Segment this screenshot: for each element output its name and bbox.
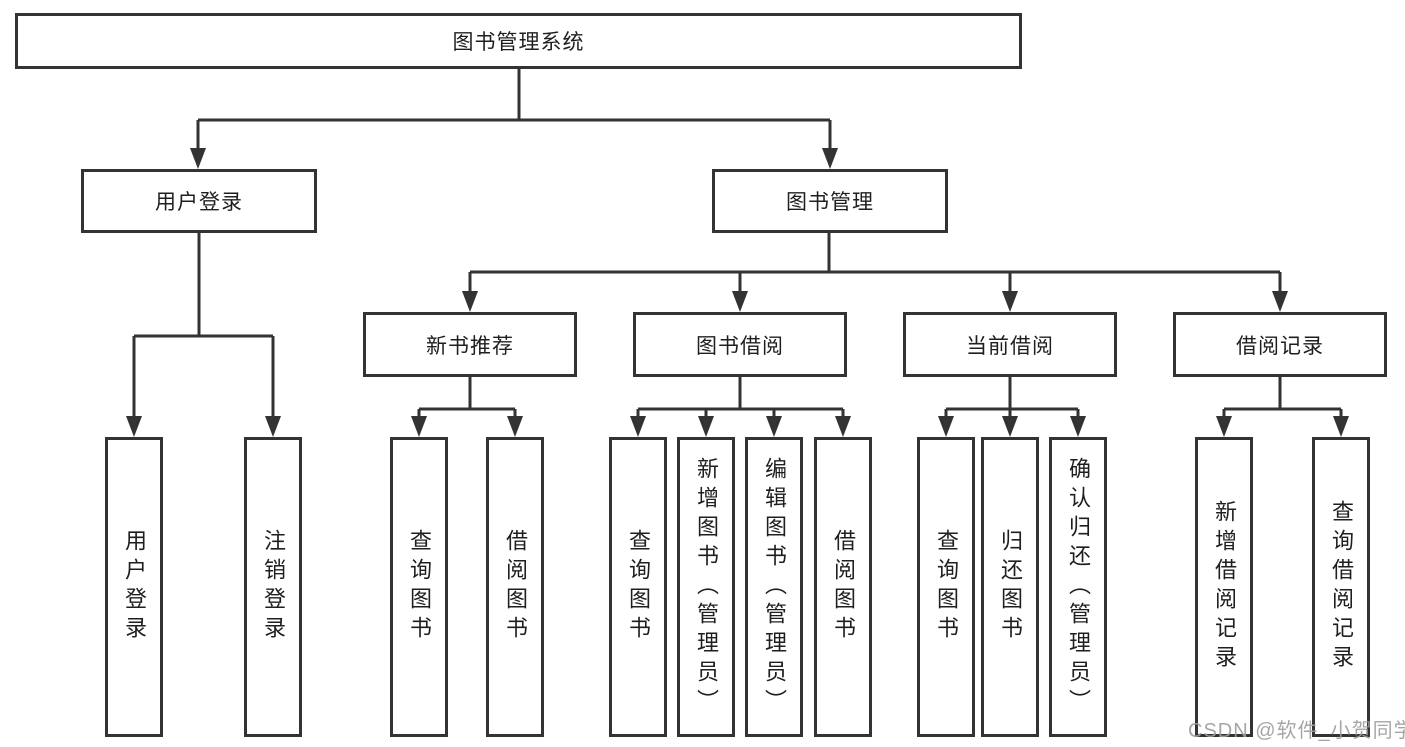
connector-borrow-record-to-leaves bbox=[1222, 377, 1343, 418]
node-book-borrowing-label: 图书借阅 bbox=[696, 334, 784, 358]
connector-book-borrow-to-leaves bbox=[636, 377, 845, 418]
connector-current-borrow-to-leaves bbox=[944, 377, 1080, 418]
connector-book-mgmt-to-sections bbox=[468, 233, 1282, 293]
arrowheads-book-borrow-to-leaves bbox=[630, 416, 851, 437]
connector-root-to-branches bbox=[196, 69, 832, 150]
node-leaf-return-books-label: 归还图书 bbox=[998, 529, 1023, 645]
arrowheads-book-mgmt-to-sections bbox=[462, 291, 1288, 312]
node-borrowing-records: 借阅记录 bbox=[1173, 312, 1387, 377]
node-leaf-add-books-admin: 新增图书（管理员） bbox=[677, 437, 735, 737]
node-root-label: 图书管理系统 bbox=[452, 31, 585, 54]
node-new-book-recommend-label: 新书推荐 bbox=[426, 334, 514, 358]
arrowheads-root-to-branches bbox=[190, 148, 838, 169]
node-leaf-logout: 注销登录 bbox=[244, 437, 302, 737]
node-leaf-query-books-3: 查询图书 bbox=[917, 437, 975, 737]
node-leaf-borrow-books-2-label: 借阅图书 bbox=[831, 529, 856, 645]
node-new-book-recommend: 新书推荐 bbox=[363, 312, 577, 377]
node-book-management-label: 图书管理 bbox=[786, 191, 874, 214]
node-leaf-query-borrow-record: 查询借阅记录 bbox=[1312, 437, 1370, 737]
node-leaf-confirm-return-admin-label: 确认归还（管理员） bbox=[1066, 456, 1091, 718]
node-leaf-query-books-2-label: 查询图书 bbox=[626, 529, 651, 645]
node-leaf-query-books-1: 查询图书 bbox=[390, 437, 448, 737]
node-leaf-edit-books-admin: 编辑图书（管理员） bbox=[745, 437, 803, 737]
arrowheads-new-book-to-leaves bbox=[411, 416, 523, 437]
node-leaf-borrow-books-2: 借阅图书 bbox=[814, 437, 872, 737]
arrowheads-current-borrow-to-leaves bbox=[938, 416, 1086, 437]
node-leaf-query-books-2: 查询图书 bbox=[609, 437, 667, 737]
connector-new-book-to-leaves bbox=[417, 377, 517, 418]
node-leaf-user-login: 用户登录 bbox=[105, 437, 163, 737]
node-leaf-edit-books-admin-label: 编辑图书（管理员） bbox=[762, 456, 787, 718]
node-user-login-label: 用户登录 bbox=[155, 191, 243, 214]
node-leaf-query-borrow-record-label: 查询借阅记录 bbox=[1329, 500, 1354, 674]
node-leaf-borrow-books-1: 借阅图书 bbox=[486, 437, 544, 737]
node-leaf-add-books-admin-label: 新增图书（管理员） bbox=[694, 456, 719, 718]
node-user-login: 用户登录 bbox=[81, 169, 317, 233]
node-root-system: 图书管理系统 bbox=[15, 13, 1022, 69]
node-leaf-logout-label: 注销登录 bbox=[261, 529, 286, 645]
node-leaf-query-books-1-label: 查询图书 bbox=[407, 529, 432, 645]
arrowheads-user-login-to-leaves bbox=[126, 416, 281, 437]
node-book-borrowing: 图书借阅 bbox=[633, 312, 847, 377]
csdn-watermark: CSDN @软件_小贺同学 bbox=[1188, 720, 1405, 742]
node-book-management: 图书管理 bbox=[712, 169, 948, 233]
node-leaf-return-books: 归还图书 bbox=[981, 437, 1039, 737]
node-leaf-query-books-3-label: 查询图书 bbox=[934, 529, 959, 645]
node-leaf-borrow-books-1-label: 借阅图书 bbox=[503, 529, 528, 645]
connector-user-login-to-leaves bbox=[132, 232, 275, 418]
node-current-borrowing: 当前借阅 bbox=[903, 312, 1117, 377]
node-leaf-user-login-label: 用户登录 bbox=[122, 529, 147, 645]
node-leaf-confirm-return-admin: 确认归还（管理员） bbox=[1049, 437, 1107, 737]
node-borrowing-records-label: 借阅记录 bbox=[1236, 334, 1324, 358]
node-leaf-add-borrow-record-label: 新增借阅记录 bbox=[1212, 500, 1237, 674]
node-leaf-add-borrow-record: 新增借阅记录 bbox=[1195, 437, 1253, 737]
node-current-borrowing-label: 当前借阅 bbox=[966, 334, 1054, 358]
arrowheads-borrow-record-to-leaves bbox=[1216, 416, 1349, 437]
